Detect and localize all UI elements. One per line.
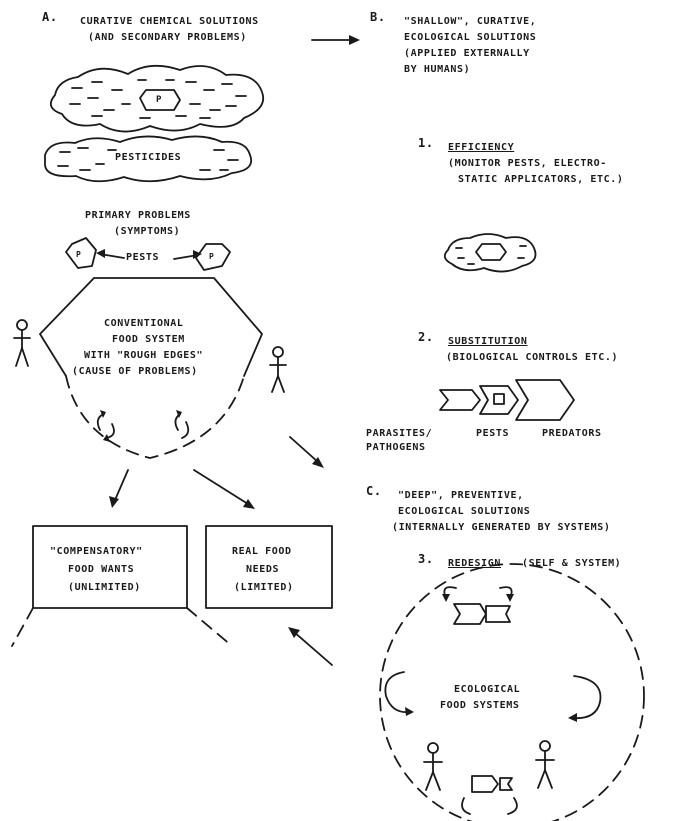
needs-box-frame <box>205 525 333 609</box>
redesign-title: Redesign <box>448 558 501 569</box>
needs-box-line-2: needs <box>246 564 280 575</box>
needs-box-line-3: (limited) <box>234 582 294 593</box>
eco-person-right <box>535 740 555 789</box>
conventional-line-4: (cause of problems) <box>72 366 198 377</box>
arrow-to-needs <box>193 469 255 509</box>
wants-box-right-dash <box>186 607 233 647</box>
label-parasites: Parasites/ <box>366 428 433 439</box>
section-c-line-2: ecological solutions <box>398 506 531 517</box>
pest-shape-right <box>195 243 231 271</box>
wants-box-line-1: "Compensatory" <box>50 546 143 557</box>
efficiency-line-1: (monitor pests, electro- <box>448 158 607 169</box>
eco-cycle-left <box>384 671 414 716</box>
pest-letter-left: P <box>76 250 82 259</box>
pesticide-cloud-2 <box>44 135 253 183</box>
eco-chevron-pair <box>453 603 511 625</box>
arrow-to-wants <box>109 469 129 508</box>
redesign-suffix: (self & system) <box>522 558 622 569</box>
eco-systems-line-2: food systems <box>440 700 520 711</box>
substitution-number: 2. <box>418 330 434 344</box>
eco-cycle-top <box>442 586 514 602</box>
substitution-title: Substitution <box>448 336 528 347</box>
label-predators: Predators <box>542 428 602 439</box>
efficiency-title: Efficiency <box>448 142 515 153</box>
efficiency-line-2: static applicators, etc.) <box>458 174 624 185</box>
conventional-food-system-shape <box>39 277 263 459</box>
needs-box-line-1: Real food <box>232 546 292 557</box>
wants-box-line-2: food wants <box>68 564 135 575</box>
pesticide-cloud-1 <box>49 64 265 133</box>
cycle-icon-right <box>174 410 190 439</box>
wants-box-left-dash <box>11 607 34 647</box>
pest-chevron <box>479 385 519 415</box>
section-b-line-1: "Shallow", curative, <box>404 16 537 27</box>
section-b-line-3: (applied externally <box>404 48 530 59</box>
cycle-icon-left <box>96 410 115 442</box>
ecological-system-boundary <box>379 563 645 821</box>
section-a-title-2: (and secondary problems) <box>88 32 247 43</box>
person-figure-right <box>269 346 287 393</box>
wants-box-frame <box>32 525 188 609</box>
section-b-line-4: by humans) <box>404 64 471 75</box>
conventional-line-1: Conventional <box>104 318 184 329</box>
section-b-line-2: ecological solutions <box>404 32 537 43</box>
efficiency-cloud <box>443 233 537 273</box>
eco-person-left <box>423 742 443 791</box>
label-pathogens: pathogens <box>366 442 426 453</box>
section-c-line-1: "Deep", preventive, <box>398 490 524 501</box>
wants-box-line-3: (unlimited) <box>68 582 141 593</box>
arrow-to-section-c <box>289 436 324 468</box>
pesticides-label: Pesticides <box>115 152 182 163</box>
eco-chevron-bottom <box>461 775 518 815</box>
primary-problems-subtitle: (symptoms) <box>114 226 181 237</box>
cloud-pest-letter: P <box>156 95 163 105</box>
substitution-line-1: (biological controls etc.) <box>446 352 619 363</box>
label-pests: Pests <box>476 428 510 439</box>
section-c-line-3: (internally generated by systems) <box>392 522 611 533</box>
conventional-line-3: with "rough edges" <box>84 350 204 361</box>
arrow-a-to-b <box>311 35 360 45</box>
section-b-marker: B. <box>370 10 386 24</box>
section-a-title-1: Curative chemical solutions <box>80 16 259 27</box>
pests-arrow-right <box>173 250 202 260</box>
person-figure-left <box>13 319 31 367</box>
conventional-line-2: food system <box>112 334 185 345</box>
pest-letter-right: P <box>209 252 215 261</box>
arrow-c-to-needs <box>288 627 333 666</box>
pests-label: Pests <box>126 252 160 263</box>
pests-arrow-left <box>96 249 125 259</box>
efficiency-number: 1. <box>418 136 434 150</box>
primary-problems-title: Primary problems <box>85 210 191 221</box>
pest-shape-left <box>65 237 97 269</box>
section-c-marker: C. <box>366 484 382 498</box>
parasite-chevron <box>439 389 481 411</box>
predator-chevron <box>515 379 575 421</box>
section-a-marker: A. <box>42 10 58 24</box>
eco-cycle-right <box>568 675 602 722</box>
eco-systems-line-1: Ecological <box>454 684 521 695</box>
redesign-number: 3. <box>418 552 434 566</box>
